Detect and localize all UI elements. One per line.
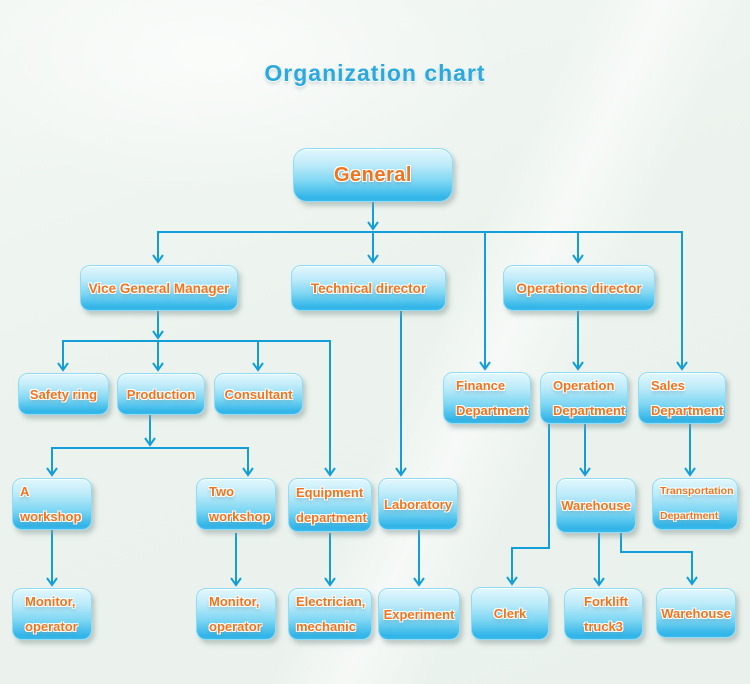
node-warehouse-bottom-label: Warehouse [661,605,731,621]
node-clerk: Clerk [471,587,549,640]
node-transportation-department-label: Transportation Department [660,485,734,522]
node-monitor-operator-1: Monitor, operator [12,588,92,640]
node-laboratory-label: Laboratory [384,496,452,512]
node-clerk-label: Clerk [493,606,527,621]
node-electrician-mechanic: Electrician, mechanic [288,588,372,640]
node-two-workshop-label: Two workshop [209,484,271,524]
node-warehouse-mid-label: Warehouse [561,498,631,513]
node-vice-general-manager-label: Vice General Manager [88,280,230,296]
node-experiment: Experiment [378,588,460,640]
node-sales-department: Sales Department [638,372,726,424]
connector-to-clerk [506,424,550,586]
node-a-workshop-label: A workshop [20,484,82,524]
node-laboratory: Laboratory [378,478,458,530]
node-equipment-department-label: Equipment department [296,485,367,525]
node-safety-ring: Safety ring [18,373,109,415]
node-technical-director-label: Technical director [310,280,427,296]
node-safety-ring-label: Safety ring [29,386,98,402]
node-vice-general-manager: Vice General Manager [80,265,238,311]
connector-to-warehouse-bottom [620,533,698,586]
node-consultant-label: Consultant [224,386,293,402]
node-operations-director: Operations director [503,265,655,311]
node-monitor-operator-2-label: Monitor, operator [209,594,262,634]
node-warehouse-bottom: Warehouse [656,588,736,638]
node-operation-department-label: Operation Department [553,378,626,418]
node-production: Production [117,373,205,415]
node-monitor-operator-2: Monitor, operator [196,588,276,640]
node-equipment-department: Equipment department [288,478,372,532]
node-general-label: General [334,163,412,186]
node-general: General [293,148,453,202]
node-transportation-department: Transportation Department [652,478,738,530]
node-technical-director: Technical director [291,265,446,311]
node-two-workshop: Two workshop [196,478,276,530]
node-forklift-truck3-label: Forklift truck3 [584,594,629,634]
node-finance-department-label: Finance Department [456,378,529,418]
node-operations-director-label: Operations director [516,280,642,296]
node-production-label: Production [126,386,196,402]
node-sales-department-label: Sales Department [651,378,724,418]
node-electrician-mechanic-label: Electrician, mechanic [296,594,366,634]
node-a-workshop: A workshop [12,478,92,530]
node-warehouse-mid: Warehouse [556,478,636,533]
node-forklift-truck3: Forklift truck3 [564,588,643,640]
node-operation-department: Operation Department [540,372,628,424]
node-consultant: Consultant [214,373,303,415]
node-monitor-operator-1-label: Monitor, operator [25,594,78,634]
page-title: Organization chart [264,60,486,86]
node-finance-department: Finance Department [443,372,531,424]
node-experiment-label: Experiment [383,606,455,622]
